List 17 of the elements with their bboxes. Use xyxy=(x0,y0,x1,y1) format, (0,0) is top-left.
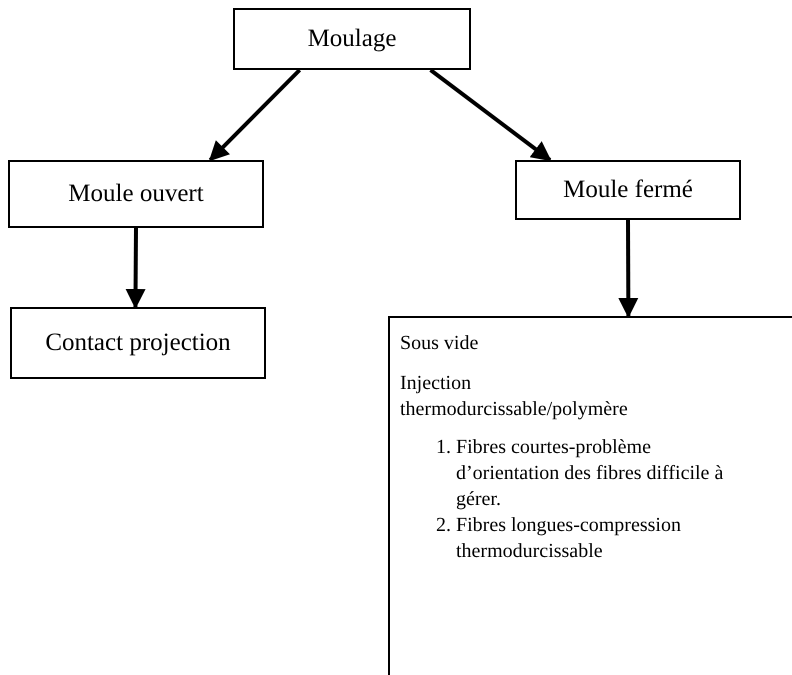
arrow xyxy=(208,68,302,162)
box-label: Moule ouvert xyxy=(68,179,204,209)
list-item: 1. Fibres courtes-problème d’orientation des fibres difficile à gérer. xyxy=(436,435,724,512)
box-label: Moule fermé xyxy=(563,175,693,205)
arrow xyxy=(618,220,638,318)
arrow xyxy=(429,68,552,162)
arrow xyxy=(126,228,146,309)
box-label: Contact projection xyxy=(45,328,231,358)
process-box xyxy=(8,160,264,228)
process-box xyxy=(515,160,741,220)
box-label: Moulage xyxy=(308,24,396,54)
process-box xyxy=(388,316,792,675)
process-box xyxy=(233,8,471,70)
process-box xyxy=(10,307,266,379)
box-text: Sous vide xyxy=(400,331,478,356)
box-text: Injection thermodurcissable/polymère xyxy=(400,371,629,422)
list-item: 2. Fibres longues-compression thermodurcissable xyxy=(436,513,682,564)
